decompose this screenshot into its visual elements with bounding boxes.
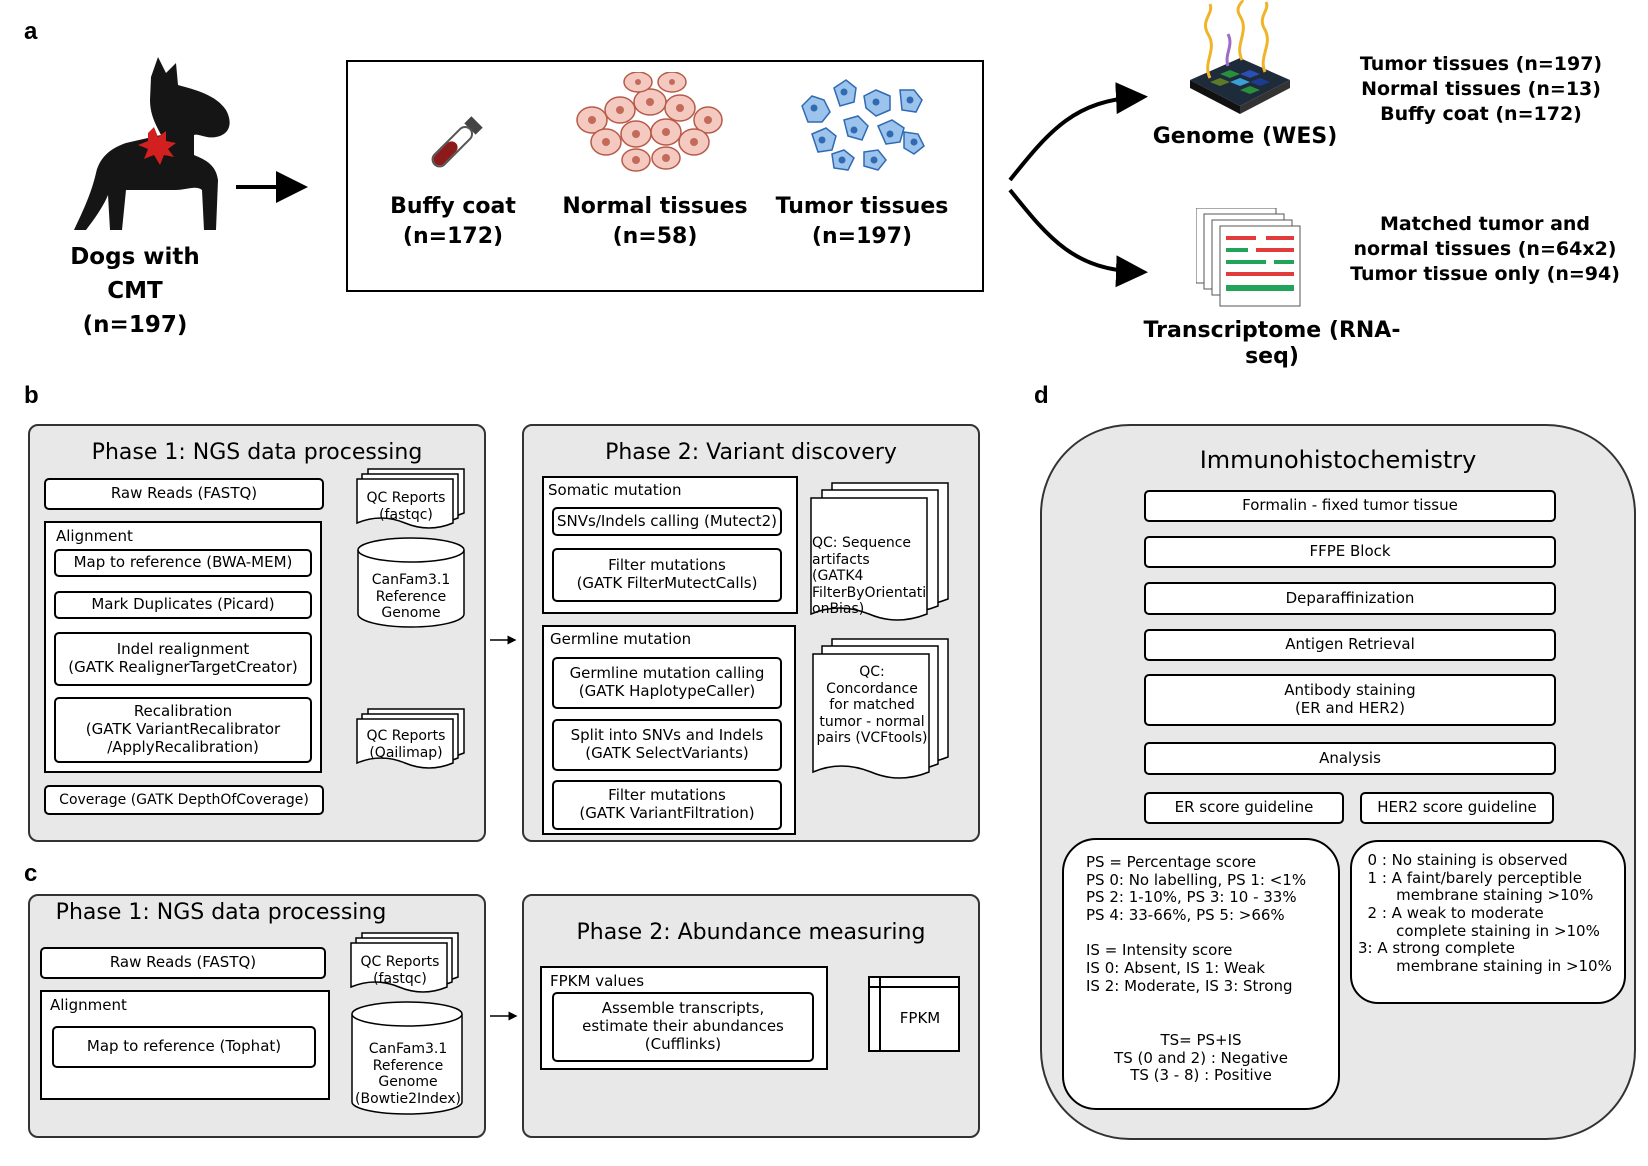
qc-report-doc-icon-2 [356, 708, 465, 769]
her2-score-text: 0 : No staining is observed 1 : A faint/… [1358, 851, 1612, 976]
arrow-to-genome [1008, 82, 1148, 182]
alignment-label-c: Alignment [50, 996, 127, 1014]
qc-report-qailimap: QC Reports (Qailimap) [366, 728, 446, 761]
qc-concordance-doc-icon [812, 638, 949, 779]
tumor-cells-icon [801, 79, 925, 171]
qc-sequence-artifacts: QC: Sequence artifacts (GATK4 FilterByOr… [812, 535, 927, 618]
dna-chip-icon [1190, 0, 1290, 114]
er-guideline-box: ER score guideline [1144, 792, 1344, 824]
fpkm-label: FPKM [899, 1009, 941, 1027]
germline-mutation-label: Germline mutation [550, 630, 692, 648]
panel-label-c: c [24, 860, 38, 887]
dogs-label: Dogs with CMT (n=197) [70, 244, 200, 338]
sample-tumor-tissues: Tumor tissues(n=197) [775, 194, 949, 249]
qc-report-doc-icon [356, 468, 465, 529]
germline-calling-box: Germline mutation calling (GATK Haplotyp… [552, 657, 782, 709]
panel-label-a: a [24, 18, 38, 45]
filter-somatic-box: Filter mutations (GATK FilterMutectCalls… [552, 548, 782, 602]
reference-genome-label-c: CanFam3.1 Reference Genome (Bowtie2Index… [355, 1041, 461, 1107]
blood-tube-icon [431, 116, 483, 168]
genome-label: Genome (WES) [1152, 124, 1338, 149]
somatic-mutation-label: Somatic mutation [548, 481, 682, 499]
reference-genome-db-icon-c [351, 1001, 463, 1115]
snv-calling-box: SNVs/Indels calling (Mutect2) [552, 507, 782, 536]
ihc-step-antibody-staining: Antibody staining (ER and HER2) [1144, 674, 1556, 726]
fpkm-values-label: FPKM values [550, 972, 645, 990]
fpkm-table-icon [868, 976, 960, 1052]
coverage-box: Coverage (GATK DepthOfCoverage) [44, 785, 324, 815]
genome-counts: Tumor tissues (n=197) Normal tissues (n=… [1359, 53, 1603, 125]
sample-normal-tissues: Normal tissues(n=58) [562, 194, 748, 249]
raw-reads-box-c: Raw Reads (FASTQ) [40, 947, 326, 979]
phase1-title-c: Phase 1: NGS data processing [55, 900, 387, 925]
ihc-step-formalin: Formalin - fixed tumor tissue [1144, 490, 1556, 522]
phase2-title-b: Phase 2: Variant discovery [605, 440, 897, 465]
er-score-text: PS = Percentage score PS 0: No labelling… [1086, 853, 1307, 995]
mark-duplicates-box: Mark Duplicates (Picard) [54, 591, 312, 619]
raw-reads-box: Raw Reads (FASTQ) [44, 478, 324, 510]
indel-realignment-box: Indel realignment (GATK RealignerTargetC… [54, 632, 312, 686]
qc-report-doc-icon-c [350, 932, 459, 993]
recalibration-box: Recalibration (GATK VariantRecalibrator … [54, 697, 312, 763]
qc-report-fastqc-c: QC Reports (fastqc) [360, 954, 440, 987]
transcriptome-counts: Matched tumor and normal tissues (n=64x2… [1350, 213, 1620, 285]
filter-germline-box: Filter mutations (GATK VariantFiltration… [552, 780, 782, 830]
assemble-transcripts-box: Assemble transcripts, estimate their abu… [552, 992, 814, 1062]
ihc-step-analysis: Analysis [1144, 742, 1556, 775]
phase2-title-c: Phase 2: Abundance measuring [576, 920, 926, 945]
reference-genome-db-icon [357, 537, 465, 628]
alignment-label: Alignment [56, 527, 133, 545]
reference-genome-label: CanFam3.1 Reference Genome [371, 572, 451, 622]
ihc-title: Immunohistochemistry [1199, 446, 1477, 474]
samples-box [346, 60, 984, 292]
panel-label-b: b [24, 382, 39, 409]
er-total-score-text: TS= PS+IS TS (0 and 2) : Negative TS (3 … [1114, 1031, 1288, 1085]
ihc-step-ffpe: FFPE Block [1144, 536, 1556, 568]
her2-score-box [1350, 840, 1626, 1004]
map-reference-box: Map to reference (BWA-MEM) [54, 549, 312, 577]
her2-guideline-box: HER2 score guideline [1360, 792, 1554, 824]
dog-icon [74, 57, 230, 230]
arrow-to-transcriptome [1008, 188, 1148, 288]
qc-concordance: QC: Concordance for matched tumor - norm… [816, 664, 928, 747]
split-snv-indel-box: Split into SNVs and Indels (GATK SelectV… [552, 719, 782, 771]
rna-seq-sheets-icon [1196, 208, 1301, 307]
ihc-step-antigen-retrieval: Antigen Retrieval [1144, 629, 1556, 661]
qc-sequence-doc-icon [810, 482, 949, 621]
phase1-title-b: Phase 1: NGS data processing [91, 440, 423, 465]
normal-cells-icon [576, 72, 723, 172]
panel-label-d: d [1034, 382, 1049, 409]
ihc-step-deparaffinization: Deparaffinization [1144, 582, 1556, 615]
er-score-box [1062, 838, 1340, 1110]
map-reference-tophat-box: Map to reference (Tophat) [52, 1026, 316, 1068]
sample-buffy-coat: Buffy coat(n=172) [390, 194, 516, 249]
qc-report-fastqc: QC Reports (fastqc) [366, 490, 446, 523]
transcriptome-label: Transcriptome (RNA-seq) [1143, 318, 1401, 369]
